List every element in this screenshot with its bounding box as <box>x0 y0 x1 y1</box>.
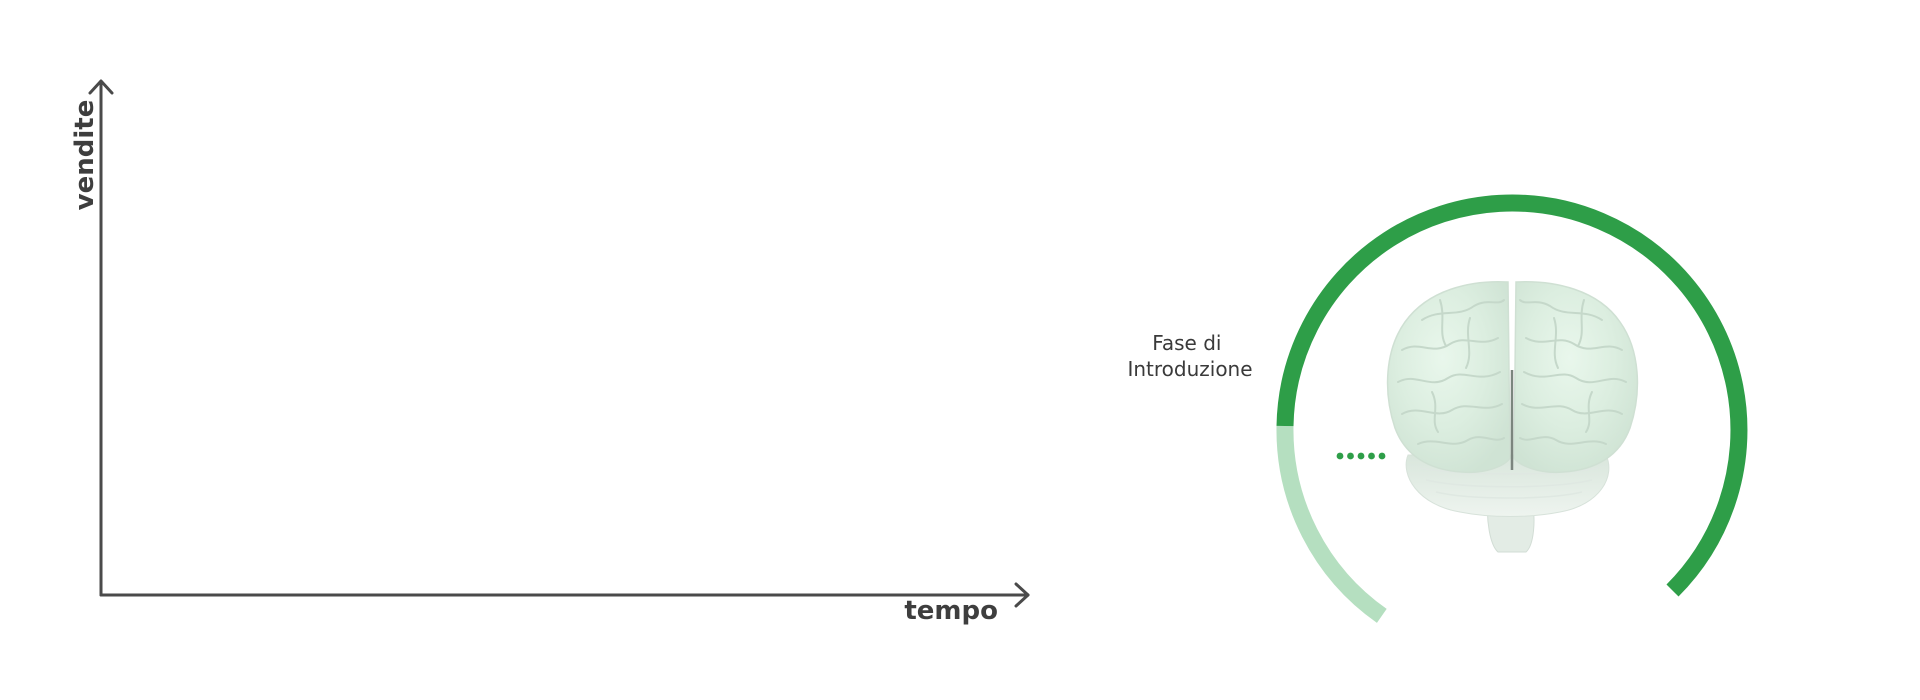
pointer-dot <box>1336 452 1344 460</box>
gauge-track-light <box>1276 425 1387 623</box>
pointer-dot <box>1357 452 1365 460</box>
x-axis-arrowhead <box>1014 582 1030 608</box>
pointer-dot <box>1347 452 1354 460</box>
gauge-track-active <box>1276 194 1748 597</box>
phase-pointer-dots <box>1336 452 1386 460</box>
phase-label: Fase di Introduzione <box>1127 331 1252 381</box>
pointer-dot <box>1378 452 1386 460</box>
y-axis-label: vendite <box>70 100 100 211</box>
y-axis-arrowhead <box>88 79 114 95</box>
phase-label-line-1: Fase di <box>1152 331 1221 355</box>
pointer-dot <box>1368 452 1375 460</box>
phase-label-line-2: Introduzione <box>1127 357 1252 381</box>
brain-icon <box>1386 281 1639 553</box>
x-axis-label: tempo <box>904 596 998 626</box>
chart-axes: vendite tempo <box>70 79 1030 626</box>
phase-gauge <box>1276 194 1748 623</box>
